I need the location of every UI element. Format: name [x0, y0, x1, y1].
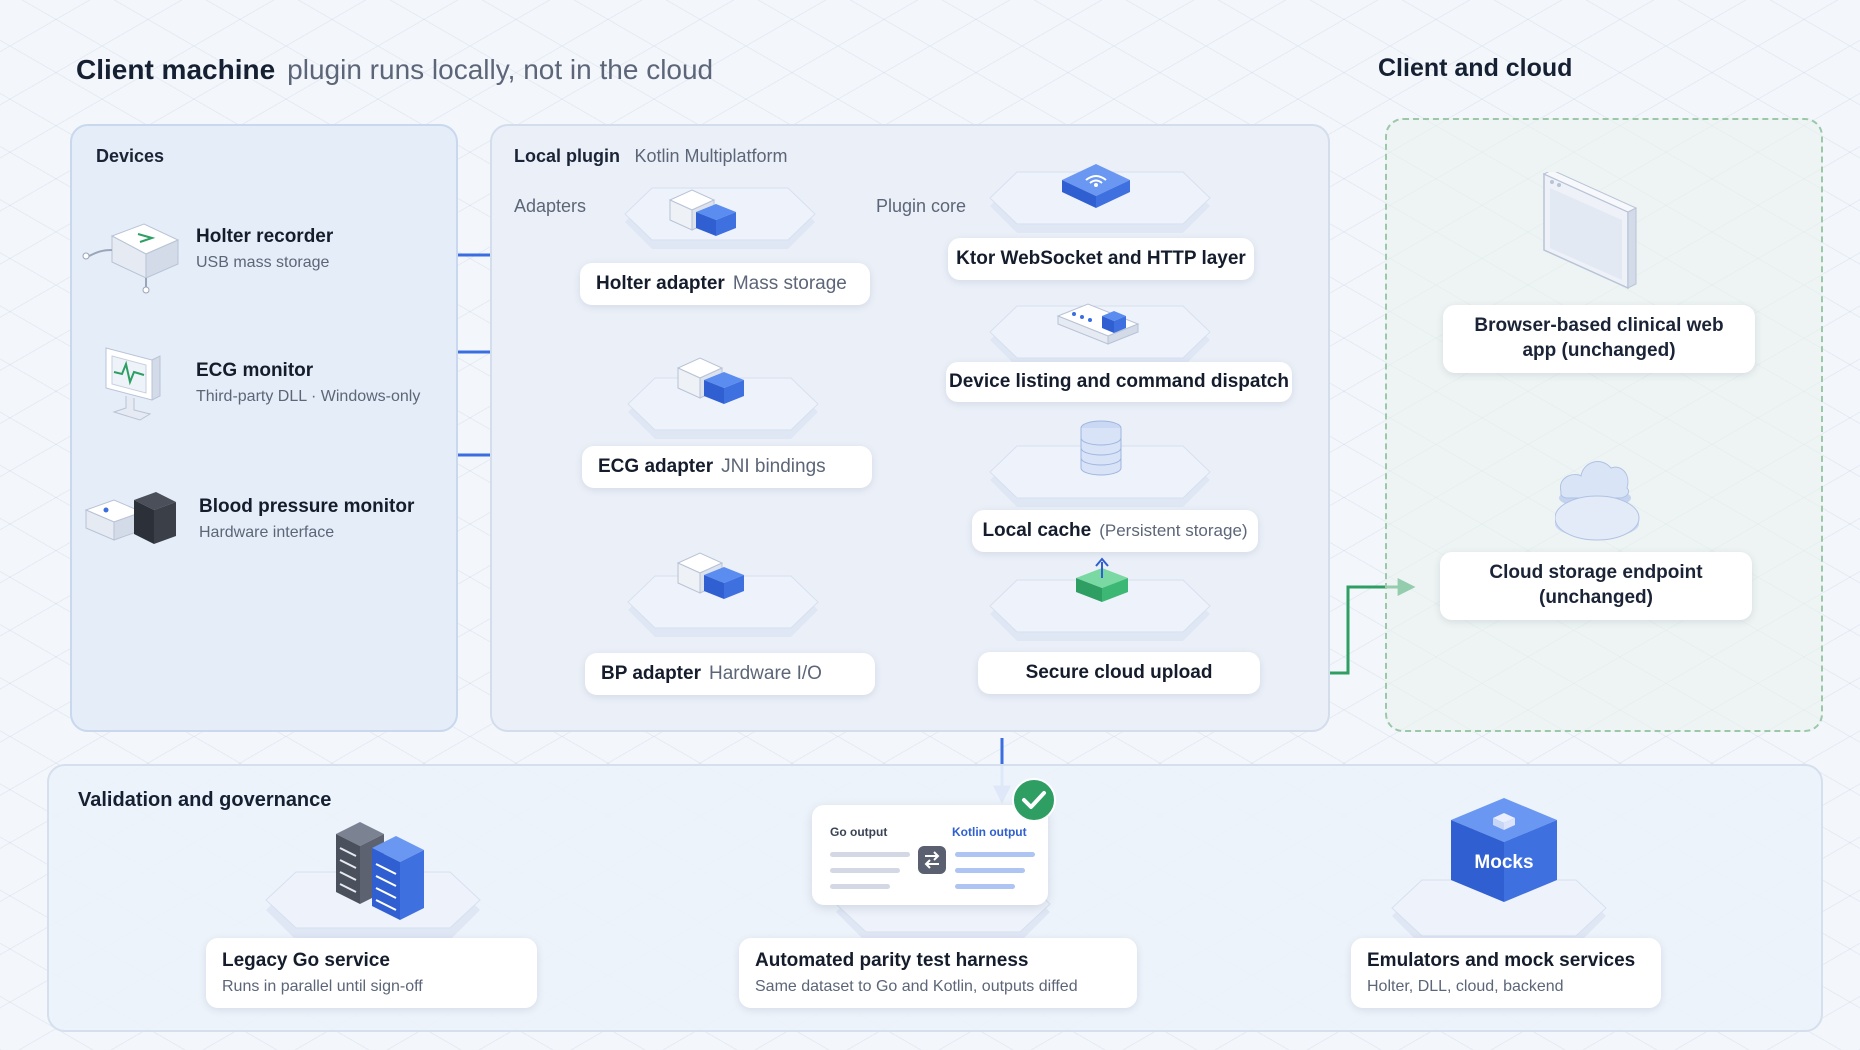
ecg-monitor-icon	[105, 347, 161, 421]
emulators-detail: Holter, DLL, cloud, backend	[1367, 978, 1564, 995]
kotlin-output-line	[955, 884, 1015, 889]
blood-pressure-monitor-device[interactable]: Blood pressure monitor Hardware interfac…	[199, 496, 414, 542]
local-plugin-header: Local plugin Kotlin Multiplatform	[514, 146, 788, 167]
kotlin-output-line	[955, 852, 1035, 857]
emulators-card[interactable]: Emulators and mock services Holter, DLL,…	[1351, 938, 1661, 1008]
cloud-storage-card[interactable]: Cloud storage endpoint (unchanged)	[1440, 552, 1752, 620]
mocks-label: Mocks	[1474, 852, 1534, 873]
holter-adapter-name: Holter adapter	[596, 273, 725, 294]
holter-recorder-detail: USB mass storage	[196, 254, 330, 271]
emulators-name: Emulators and mock services	[1367, 950, 1636, 971]
devices-panel: Devices Holter recorder USB mass storage…	[70, 124, 458, 732]
local-plugin-title: Local plugin	[514, 146, 620, 166]
holter-recorder-device[interactable]: Holter recorder USB mass storage	[196, 226, 333, 272]
legacy-go-service-detail: Runs in parallel until sign-off	[222, 978, 423, 995]
blood-pressure-monitor-icon	[84, 492, 176, 544]
client-machine-heading: Client machine plugin runs locally, not i…	[76, 54, 713, 86]
holter-adapter-detail: Mass storage	[732, 273, 847, 294]
ktor-layer-name: Ktor WebSocket and HTTP layer	[956, 248, 1246, 269]
swap-icon	[918, 846, 946, 874]
parity-harness-name: Automated parity test harness	[755, 950, 1029, 971]
ecg-adapter-detail: JNI bindings	[721, 456, 826, 477]
ecg-monitor-detail: Third-party DLL · Windows-only	[196, 388, 421, 405]
bp-adapter-detail: Hardware I/O	[708, 663, 822, 684]
secure-upload-name: Secure cloud upload	[1025, 662, 1213, 683]
ecg-monitor-device[interactable]: ECG monitor Third-party DLL · Windows-on…	[196, 360, 420, 406]
bp-adapter-name: BP adapter	[601, 663, 701, 684]
holter-recorder-name: Holter recorder	[196, 226, 334, 247]
check-icon	[1012, 778, 1056, 822]
holter-adapter-card[interactable]: Holter adapter Mass storage	[580, 263, 870, 305]
local-plugin-subtitle: Kotlin Multiplatform	[634, 146, 788, 166]
go-output-line	[830, 868, 900, 873]
ecg-adapter-name: ECG adapter	[598, 456, 714, 477]
client-machine-title: Client machine	[76, 54, 276, 85]
parity-harness-card[interactable]: Automated parity test harness Same datas…	[739, 938, 1137, 1008]
parity-harness-detail: Same dataset to Go and Kotlin, outputs d…	[755, 978, 1078, 995]
local-cache-card[interactable]: Local cache (Persistent storage)	[972, 510, 1258, 552]
plugin-core-label: Plugin core	[876, 196, 967, 216]
legacy-go-service-name: Legacy Go service	[222, 950, 390, 971]
local-cache-detail: (Persistent storage)	[1099, 521, 1248, 540]
holter-recorder-icon	[82, 223, 180, 294]
bp-adapter-card[interactable]: BP adapter Hardware I/O	[585, 653, 875, 695]
clinical-web-app-name: Browser-based clinical web app (unchange…	[1474, 315, 1724, 361]
go-output-line	[830, 884, 890, 889]
blood-pressure-monitor-name: Blood pressure monitor	[199, 496, 415, 517]
cloud-storage-icon	[1555, 461, 1640, 541]
cloud-storage-name: Cloud storage endpoint (unchanged)	[1489, 562, 1703, 608]
secure-upload-card[interactable]: Secure cloud upload	[978, 652, 1260, 694]
client-cloud-heading: Client and cloud	[1378, 54, 1573, 82]
parity-diff-card: Go output Kotlin output	[812, 805, 1048, 905]
legacy-go-service-card[interactable]: Legacy Go service Runs in parallel until…	[206, 938, 537, 1008]
validation-title: Validation and governance	[78, 789, 332, 811]
dispatch-card[interactable]: Device listing and command dispatch	[946, 362, 1292, 402]
go-output-line	[830, 852, 910, 857]
local-plugin-panel: Local plugin Kotlin Multiplatform Adapte…	[490, 124, 1330, 732]
local-cache-name: Local cache	[982, 520, 1092, 541]
ecg-adapter-card[interactable]: ECG adapter JNI bindings	[582, 446, 872, 488]
blood-pressure-monitor-detail: Hardware interface	[199, 524, 335, 541]
clinical-web-app-card[interactable]: Browser-based clinical web app (unchange…	[1443, 305, 1755, 373]
dispatch-name: Device listing and command dispatch	[949, 371, 1289, 392]
client-machine-subtitle: plugin runs locally, not in the cloud	[287, 54, 714, 85]
browser-window-icon	[1542, 172, 1638, 290]
kotlin-output-label: Kotlin output	[952, 825, 1027, 839]
kotlin-output-line	[955, 868, 1025, 873]
go-output-label: Go output	[830, 825, 888, 839]
devices-title: Devices	[96, 146, 165, 166]
ecg-monitor-name: ECG monitor	[196, 360, 314, 381]
adapters-label: Adapters	[514, 196, 587, 216]
ktor-layer-card[interactable]: Ktor WebSocket and HTTP layer	[948, 238, 1254, 280]
